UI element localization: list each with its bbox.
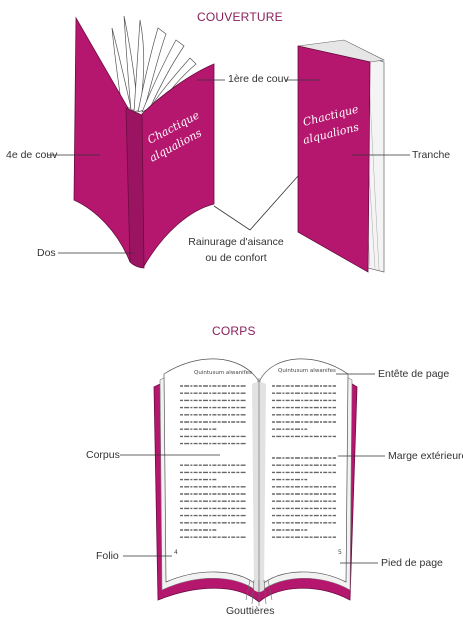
header-label: Entête de page	[378, 368, 449, 380]
running-head-right: Quintusum alwanifes	[278, 368, 336, 374]
open-body-book: Quintusum alwanifes Quintusum alwanifes …	[154, 359, 357, 606]
body-section-title: CORPS	[212, 324, 256, 338]
front-cover-label: 1ère de couv	[228, 73, 289, 85]
outer-margin-label: Marge extérieure	[388, 450, 463, 462]
open-cover-book: Chactique alqualions	[74, 16, 214, 268]
hinge-label-line1: Rainurage d'aisance	[176, 236, 296, 248]
running-head-left: Quintusum alwanifes	[194, 370, 252, 376]
cover-section-title: COUVERTURE	[197, 10, 283, 24]
text-block-label: Corpus	[86, 449, 120, 461]
folio-label: Folio	[96, 550, 119, 562]
folio-left-number: 4	[174, 549, 178, 556]
folio-right-number: 5	[338, 549, 342, 556]
hinge-label-line2: ou de confort	[176, 252, 296, 264]
edge-label: Tranche	[412, 149, 450, 161]
gutters-label: Gouttières	[226, 605, 274, 617]
closed-cover-book: Chactique alqualions	[298, 40, 384, 272]
back-cover-panel	[74, 18, 130, 262]
hinge-label: Rainurage d'aisance ou de confort	[176, 236, 296, 264]
spine-label: Dos	[37, 247, 56, 259]
back-cover-label: 4e de couv	[6, 149, 57, 161]
footer-label: Pied de page	[381, 557, 443, 569]
